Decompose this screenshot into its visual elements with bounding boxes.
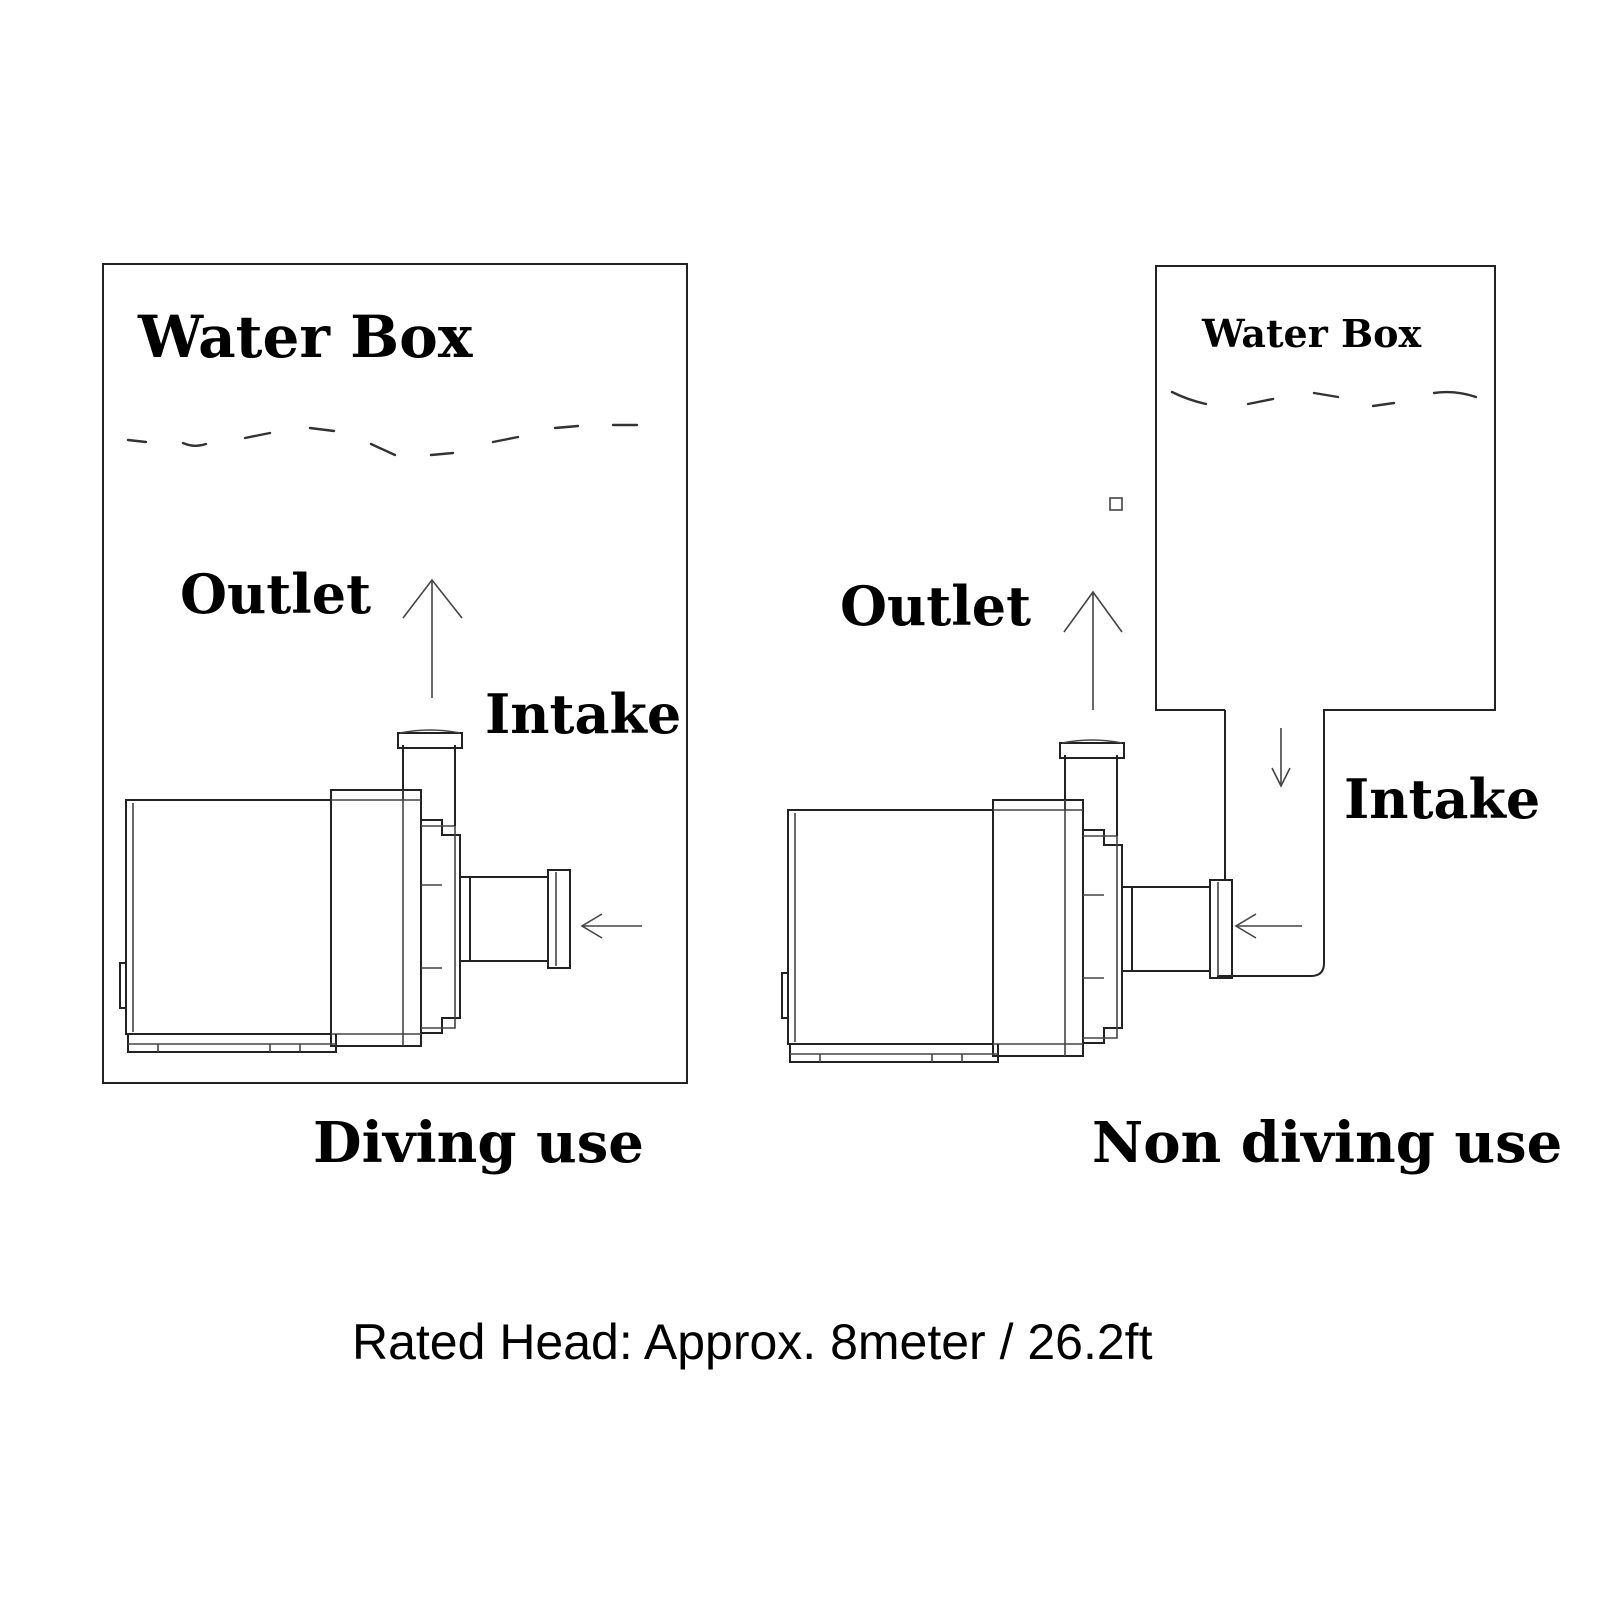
diving-intake-label: Intake [485, 682, 681, 746]
diving-use-diagram: Water Box Outlet Intake [102, 263, 688, 1176]
diving-outlet-arrow [402, 578, 463, 698]
small-marker [1109, 497, 1123, 511]
diving-pump [119, 729, 571, 1053]
diving-intake-arrow [580, 913, 642, 939]
non-diving-use-diagram: Water Box Outlet Intake [781, 265, 1562, 1176]
diving-caption: Diving use [313, 1110, 644, 1176]
non-diving-water-box [1155, 265, 1496, 977]
diving-water-box [102, 263, 688, 1084]
non-diving-outlet-label: Outlet [840, 574, 1031, 638]
rated-head-text: Rated Head: Approx. 8meter / 26.2ft [352, 1314, 1153, 1370]
non-diving-down-arrow [1271, 728, 1291, 788]
non-diving-caption: Non diving use [1092, 1110, 1562, 1176]
diving-water-surface [126, 423, 639, 457]
diving-outlet-label: Outlet [180, 562, 371, 626]
non-diving-pump [781, 739, 1233, 1063]
non-diving-water-surface [1170, 390, 1478, 408]
non-diving-intake-label: Intake [1344, 767, 1540, 831]
diving-water-box-label: Water Box [137, 303, 473, 371]
non-diving-outlet-arrow [1063, 590, 1123, 710]
non-diving-intake-arrow [1234, 913, 1302, 939]
non-diving-water-box-label: Water Box [1201, 311, 1421, 356]
